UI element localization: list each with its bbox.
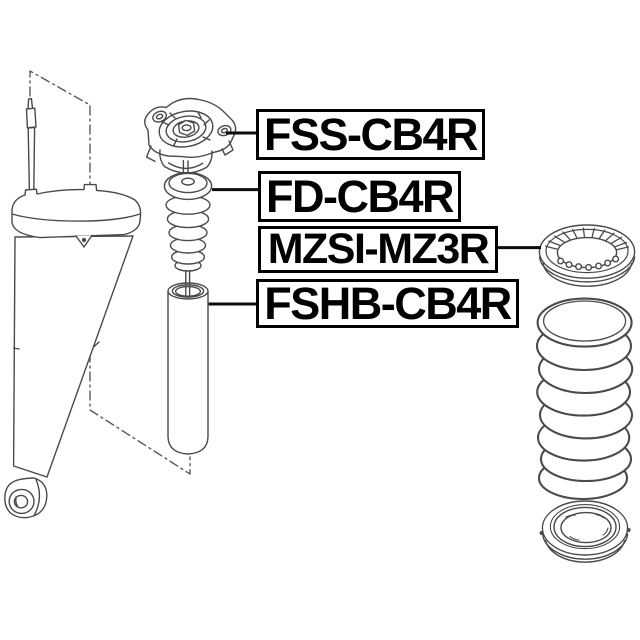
part-label-fd[interactable]: FD-CB4R	[258, 171, 461, 222]
bump-stop-boot-drawing	[163, 171, 213, 272]
spring-seat-insulator-drawing	[538, 224, 636, 287]
lower-spring-seat-drawing	[539, 500, 631, 563]
part-label-fss[interactable]: FSS-CB4R	[256, 109, 485, 160]
part-label-mzsi[interactable]: MZSI-MZ3R	[258, 225, 498, 273]
strut-mount-drawing	[144, 97, 237, 179]
shock-absorber-drawing	[4, 97, 142, 519]
coil-spring-drawing	[535, 297, 634, 501]
dust-cover-tube-drawing	[167, 269, 209, 455]
part-label-fshb[interactable]: FSHB-CB4R	[256, 278, 519, 329]
leader-lines	[208, 131, 541, 306]
